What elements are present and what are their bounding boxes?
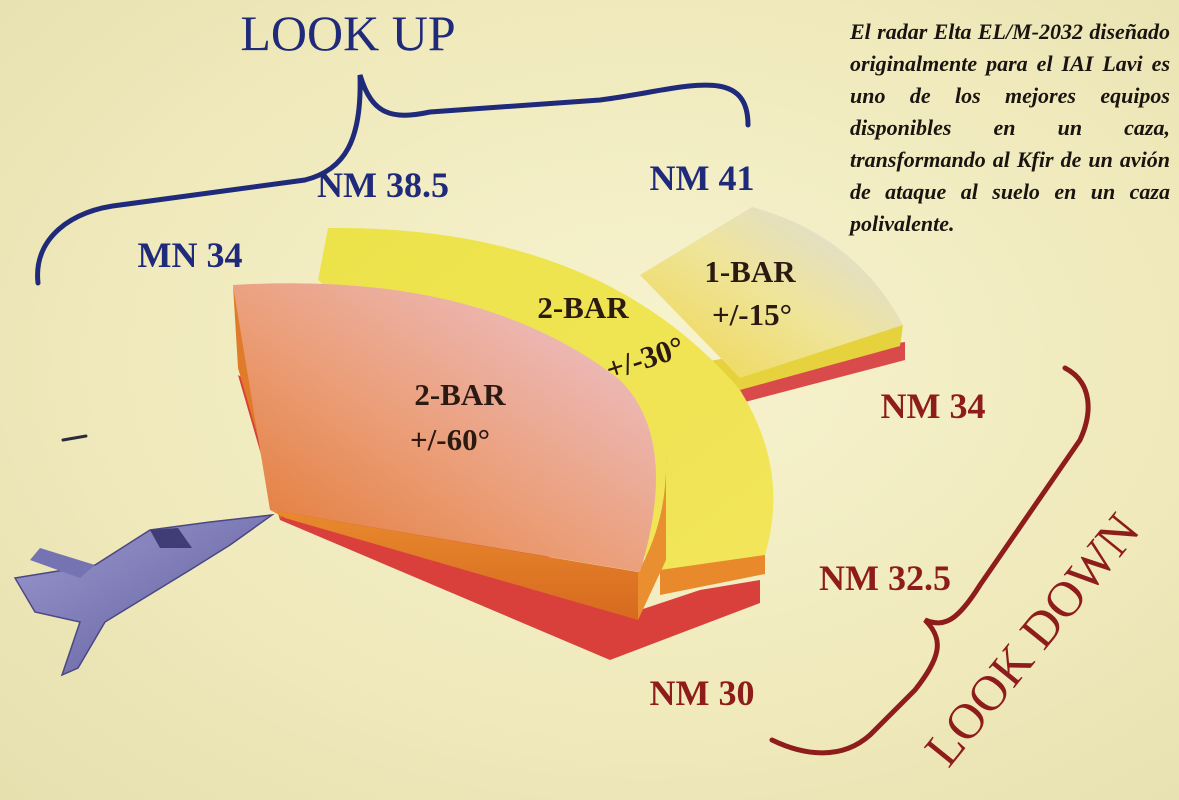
sector-2bar-60-bottom-side <box>270 510 638 620</box>
look-down-brace <box>769 365 1091 756</box>
look-up-range-short: MN 34 <box>138 235 243 275</box>
jet-fighter-icon <box>13 513 275 677</box>
sector-15-bars-label: 1-BAR <box>704 254 796 289</box>
sector-2bar-60-right-side <box>638 455 667 620</box>
sector-1bar-top <box>640 207 903 378</box>
figure-caption: El radar Elta EL/M-2032 diseñado origina… <box>850 19 1170 236</box>
sector-1bar-yellow-side <box>705 325 903 390</box>
sector-60-angle-label: +/-60° <box>410 422 490 457</box>
sector-30-bars-label: 2-BAR <box>537 290 629 325</box>
look-up-range-medium: NM 38.5 <box>317 165 449 205</box>
small-dash-mark <box>61 434 88 442</box>
look-up-brace <box>35 74 751 286</box>
look-up-range-long: NM 41 <box>650 158 755 198</box>
look-down-range-medium: NM 32.5 <box>819 558 951 598</box>
look-up-heading: LOOK UP <box>240 5 455 61</box>
look-down-heading: LOOK DOWN <box>913 502 1150 776</box>
sector-15-angle-label: +/-15° <box>712 297 792 332</box>
sector-1bar-15 <box>640 207 905 402</box>
sector-2bar-60-top <box>233 283 656 572</box>
look-down-range-short: NM 30 <box>650 673 755 713</box>
sector-60-bars-label: 2-BAR <box>414 377 506 412</box>
sector-2bar-60 <box>233 283 667 620</box>
look-down-range-long: NM 34 <box>881 386 986 426</box>
